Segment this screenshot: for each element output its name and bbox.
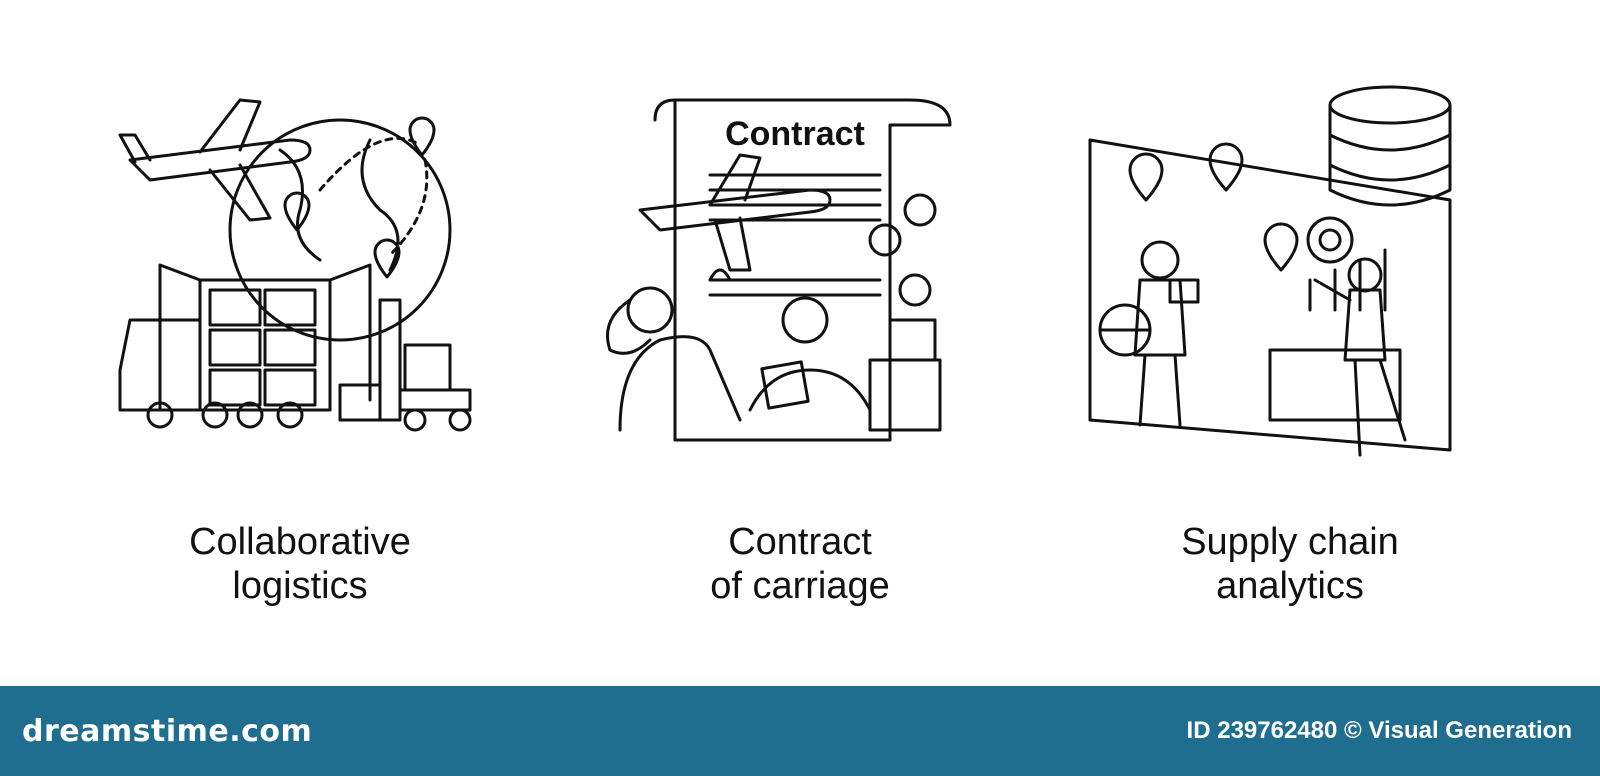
caption-line-2: logistics xyxy=(232,565,368,607)
logistics-illustration xyxy=(118,98,472,432)
contract-document-title: Contract xyxy=(725,115,865,153)
caption-line-2: of carriage xyxy=(710,565,890,607)
panel-contract-of-carriage: Contract Contract of carriage xyxy=(590,80,1010,640)
caption-line-1: Supply chain xyxy=(1181,521,1399,563)
contract-illustration: Contract xyxy=(606,98,952,442)
stock-footer-bar: dreamstime.com ID 239762480 © Visual Gen… xyxy=(0,686,1600,776)
panel-collaborative-logistics: Collaborative logistics xyxy=(90,80,510,640)
panel-caption: Collaborative logistics xyxy=(90,520,510,608)
image-canvas: Collaborative logistics xyxy=(90,80,1500,640)
caption-line-1: Collaborative xyxy=(189,521,411,563)
panel-caption: Supply chain analytics xyxy=(1080,520,1500,608)
image-credit: ID 239762480 © Visual Generation xyxy=(1186,717,1572,744)
dreamstime-logo[interactable]: dreamstime.com xyxy=(22,713,313,749)
panel-supply-chain-analytics: Supply chain analytics xyxy=(1080,80,1500,640)
panel-caption: Contract of carriage xyxy=(590,520,1010,608)
analytics-illustration xyxy=(1088,85,1452,457)
caption-line-1: Contract xyxy=(728,521,872,563)
caption-line-2: analytics xyxy=(1216,565,1364,607)
